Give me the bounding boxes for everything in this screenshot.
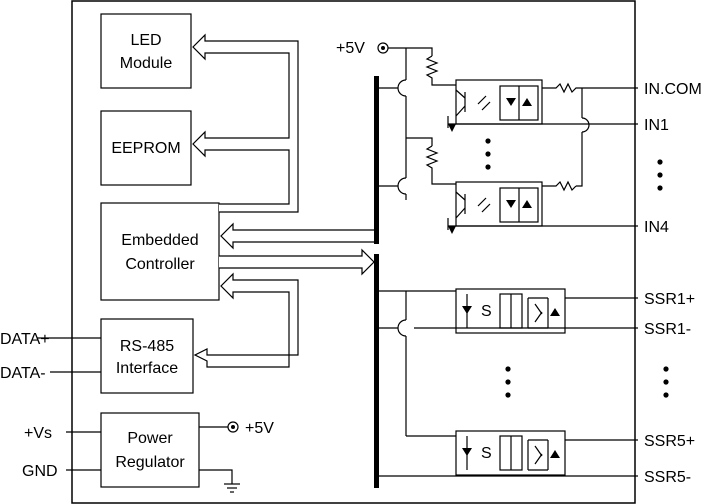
rs485-label-1: RS-485 bbox=[120, 338, 174, 355]
ssr-relay-1 bbox=[455, 288, 566, 334]
rs485-interface-block: RS-485 Interface bbox=[100, 318, 194, 394]
led-module-label-1: LED bbox=[130, 32, 161, 49]
led-module-label-2: Module bbox=[120, 55, 173, 72]
controller-label-1: Embedded bbox=[121, 232, 198, 249]
internal-bus-arrows bbox=[192, 33, 376, 368]
top-5v-label: +5V bbox=[336, 40, 365, 57]
led-icon bbox=[462, 306, 472, 314]
led-icon bbox=[506, 98, 516, 106]
embedded-controller-block: Embedded Controller bbox=[100, 202, 220, 301]
output-wiring bbox=[379, 290, 638, 477]
in4-label: IN4 bbox=[644, 219, 669, 236]
ssr5-plus-label: SSR5+ bbox=[644, 433, 695, 450]
rs485-label-2: Interface bbox=[116, 360, 178, 377]
diode-icon bbox=[550, 308, 560, 316]
ssr-relay-5 bbox=[455, 430, 566, 476]
in-com-label: IN.COM bbox=[644, 81, 702, 98]
led-icon bbox=[506, 200, 516, 208]
emitter-arrow-icon bbox=[448, 124, 456, 132]
led-icon bbox=[462, 448, 472, 456]
ssr5-minus-label: SSR5- bbox=[644, 469, 691, 486]
ground-icon bbox=[224, 483, 240, 493]
regulator-5v-label: +5V bbox=[245, 420, 274, 437]
ssr1-letter: S bbox=[481, 303, 492, 320]
diode-icon bbox=[550, 450, 560, 458]
data-minus-label: DATA- bbox=[0, 365, 46, 382]
power-regulator-block: Power Regulator bbox=[100, 412, 200, 488]
power-label-2: Regulator bbox=[115, 454, 185, 471]
output-bus-bar bbox=[374, 254, 379, 488]
external-lines-left bbox=[37, 337, 233, 484]
power-label-1: Power bbox=[127, 430, 173, 447]
terminal-icon bbox=[377, 42, 389, 54]
ssr1-plus-label: SSR1+ bbox=[644, 291, 695, 308]
vs-label: +Vs bbox=[24, 425, 52, 442]
led-icon bbox=[522, 200, 532, 208]
led-module-block: LED Module bbox=[100, 13, 192, 89]
ssr5-letter: S bbox=[481, 445, 492, 462]
module-outline bbox=[71, 0, 636, 504]
terminal-icon bbox=[227, 421, 239, 433]
ssr1-minus-label: SSR1- bbox=[644, 321, 691, 338]
data-plus-label: DATA+ bbox=[0, 331, 50, 348]
ellipsis-dots bbox=[485, 138, 669, 398]
in1-label: IN1 bbox=[644, 117, 669, 134]
eeprom-block: EEPROM bbox=[100, 110, 192, 186]
gnd-label: GND bbox=[22, 463, 58, 480]
emitter-arrow-icon bbox=[448, 226, 456, 234]
controller-label-2: Controller bbox=[125, 256, 195, 273]
led-icon bbox=[522, 98, 532, 106]
eeprom-label: EEPROM bbox=[111, 140, 180, 157]
input-bus-bar bbox=[374, 76, 379, 244]
input-external-wiring bbox=[448, 82, 638, 227]
input-wiring bbox=[379, 47, 456, 200]
